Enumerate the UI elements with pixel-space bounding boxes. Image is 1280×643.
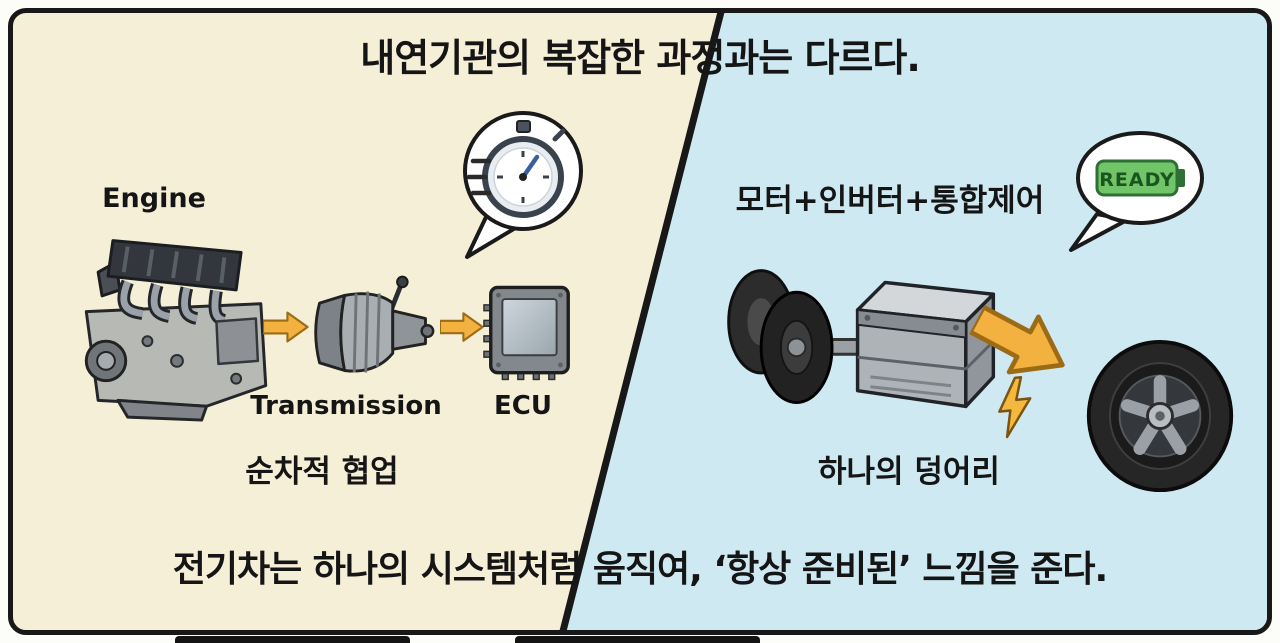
flow-arrow-icon — [440, 309, 484, 345]
engine-label: Engine — [102, 183, 206, 214]
flow-arrow-icon — [263, 309, 309, 345]
speed-lines-icon — [466, 158, 492, 196]
transmission-illustration — [308, 272, 438, 392]
ecu-illustration — [483, 281, 575, 383]
left-caption: 순차적 협업 — [245, 454, 399, 490]
stopwatch-icon — [482, 120, 566, 218]
ready-badge-text: READY — [1099, 169, 1174, 191]
flow-arrow-icon — [967, 303, 1071, 383]
engine-illustration — [58, 213, 296, 425]
transmission-label: Transmission — [250, 391, 442, 421]
ready-speech-bubble: READY — [1053, 126, 1213, 261]
panel-content: 내연기관의 복잡한 과정과는 다르다. Engine — [13, 13, 1267, 630]
battery-ready-icon: READY — [1095, 159, 1185, 197]
panel-title: 내연기관의 복잡한 과정과는 다르다. — [360, 36, 921, 80]
comic-frame: 내연기관의 복잡한 과정과는 다르다. Engine — [8, 8, 1272, 635]
wheel-illustration — [1083, 339, 1237, 493]
lightning-bolt-icon — [994, 375, 1036, 439]
ev-components-label: 모터+인버터+통합제어 — [735, 183, 1045, 219]
ev-drive-unit-illustration — [710, 241, 1015, 438]
stopwatch-speech-bubble — [451, 107, 596, 272]
footer-caption: 전기차는 하나의 시스템처럼 움직여, ‘항상 준비된’ 느낌을 준다. — [172, 549, 1108, 590]
right-caption: 하나의 덩어리 — [818, 454, 1000, 490]
next-panel-edge — [515, 636, 760, 643]
ecu-label: ECU — [494, 391, 552, 421]
next-panel-edge — [175, 636, 410, 643]
